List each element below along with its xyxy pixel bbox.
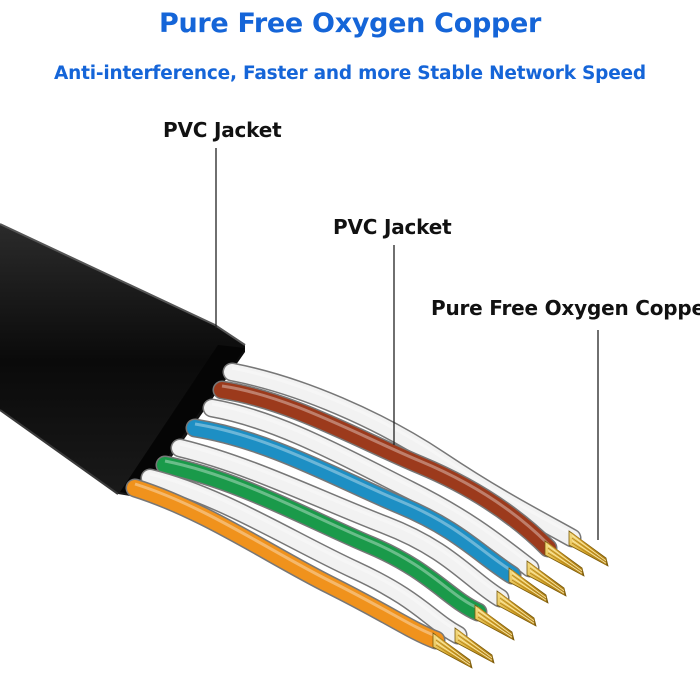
brown-wire-copper-strand [547,550,583,574]
brown-wire-copper-strand [547,542,583,570]
blue-wire-insulation [187,420,520,583]
blue-wire [185,418,549,604]
white-wire-3-insulation [172,440,508,606]
white-wire-4-copper-tip [454,627,495,664]
white-wire-4-insulation [142,470,466,643]
white-wire-2-insulation [204,400,538,576]
white-wire-1-copper-strand [571,537,607,563]
white-wire-2 [202,398,567,597]
white-wire-2-copper-strand [529,570,565,594]
white-wire-3 [170,438,537,627]
orange-wire [125,478,473,669]
orange-wire-copper-strand [435,639,471,665]
callout-pvc-jacket-outer: PVC Jacket [163,118,282,142]
orange-wire-copper-strand [435,644,471,667]
blue-wire-copper-strand [511,577,547,601]
orange-wire-highlight [134,482,437,638]
brown-wire [212,380,585,577]
white-wire-4-copper-strand [457,632,493,659]
blue-wire-outline [185,418,522,585]
white-wire-1-insulation [224,364,580,546]
white-wire-1-highlight [231,366,573,536]
brown-wire-copper-strand [547,545,583,572]
white-wire-4-copper-strand [457,637,493,661]
white-wire-3-copper-strand [499,597,535,623]
white-wire-4-copper-strand [457,629,493,657]
blue-wire-copper-strand [511,579,547,602]
white-wire-4-highlight [149,472,459,633]
white-wire-1 [222,362,609,567]
white-wire-3-copper-strand [499,595,535,622]
white-wire-4-copper-strand [457,634,493,660]
page-title: Pure Free Oxygen Copper [158,8,542,39]
white-wire-1-copper-strand [571,532,607,560]
white-wire-2-copper-strand [529,562,565,590]
green-wire-copper-strand [477,611,513,637]
blue-wire-copper-strand [511,569,547,597]
white-wire-4-copper-strand [457,639,493,662]
blue-wire-copper-strand [511,572,547,599]
green-wire-copper-strand [477,614,513,638]
orange-wire-insulation [127,480,444,648]
callout-lines [215,148,599,540]
brown-wire-copper-strand [547,547,583,573]
blue-wire-copper-tip [508,567,549,604]
white-wire-2-copper-strand [529,567,565,593]
callout-copper-conductor: Pure Free Oxygen Copper [431,296,700,320]
brown-wire-highlight [221,384,550,546]
green-wire-copper-strand [477,606,513,634]
white-wire-1-copper-tip [568,530,609,567]
brown-wire-copper-strand [547,552,583,575]
white-wire-1-copper-strand [571,535,607,562]
white-wire-1-copper-strand [571,542,607,565]
green-wire-copper-strand [477,609,513,636]
orange-wire-copper-strand [435,634,471,662]
white-wire-3-copper-strand [499,602,535,625]
twisted-pairs [125,362,609,669]
orange-wire-copper-tip [432,632,473,669]
green-wire-copper-tip [474,604,515,641]
white-wire-3-copper-strand [499,592,535,620]
white-wire-1-copper-strand [571,540,607,564]
blue-wire-highlight [194,422,513,573]
pvc-jacket [0,223,246,498]
white-wire-2-copper-strand [529,572,565,595]
white-wire-2-copper-strand [529,565,565,592]
white-wire-4 [140,468,495,664]
green-wire [155,455,515,641]
orange-wire-copper-strand [435,637,471,664]
brown-wire-insulation [214,382,556,556]
blue-wire-copper-strand [511,574,547,600]
green-wire-highlight [164,459,479,610]
white-wire-3-highlight [179,442,501,596]
green-wire-copper-strand [477,616,513,639]
orange-wire-copper-strand [435,642,471,666]
brown-wire-copper-tip [544,540,585,577]
white-wire-3-copper-tip [496,590,537,627]
page-subtitle: Anti-interference, Faster and more Stabl… [54,63,646,84]
green-wire-insulation [157,457,486,620]
white-wire-2-copper-tip [526,560,567,597]
callout-pvc-jacket-inner: PVC Jacket [333,215,452,239]
white-wire-3-copper-strand [499,600,535,624]
white-wire-2-highlight [211,402,531,566]
